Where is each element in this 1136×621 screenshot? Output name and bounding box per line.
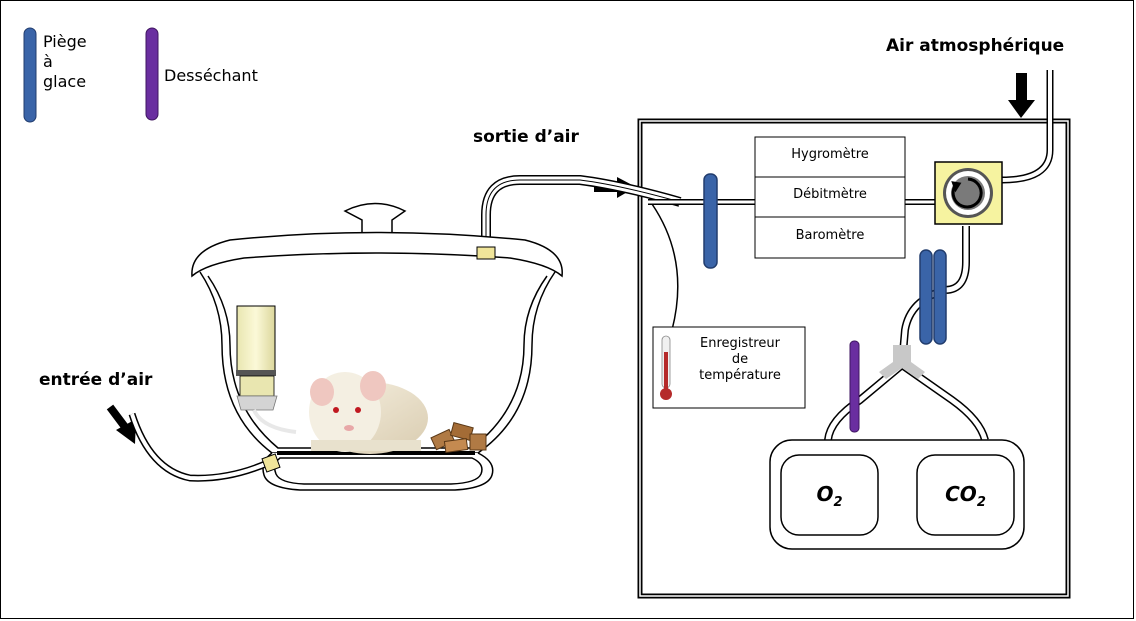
y-connector [879,345,925,379]
food-pellets [430,422,487,454]
co2-analyzer-box [916,454,1015,536]
inlet-connector [261,453,281,473]
legend-ice-trap-line: à [43,52,53,71]
instrument-block [754,136,906,259]
barometer-label: Baromètre [795,228,865,243]
atmospheric-air-label: Air atmosphérique [886,36,1065,56]
temperature-logger-line: température [699,368,781,383]
co2-label: CO2 [945,482,986,510]
legend-desiccant-label: Desséchant [164,66,258,85]
outlet-connector [476,246,496,260]
atmospheric-air-arrow [1008,73,1035,118]
air-inlet-tube [128,412,272,482]
o2-analyzer-box [780,454,879,536]
air-inlet-label: entrée d’air [39,370,153,390]
temperature-logger-wire [651,203,679,331]
legend-ice-trap-line: glace [43,72,87,91]
ice-trap-main [703,173,718,269]
air-outlet-tube [481,175,682,252]
flowmeter-label: Débitmètre [793,187,867,202]
ice-trap-double-right [933,249,947,345]
ice-trap-double-left [919,249,933,345]
temperature-logger-line: de [731,352,749,367]
temperature-logger [652,326,806,409]
water-bottle [236,305,297,434]
air-intake-tube [1001,70,1054,184]
temperature-logger-label: Enregistreur de température [676,336,804,384]
desiccant-column [849,340,860,433]
temperature-logger-line: Enregistreur [700,336,780,351]
o2-label: O2 [816,482,843,510]
air-inlet-arrow [106,404,136,444]
pump [934,161,1003,225]
legend-ice-trap-bar [23,27,37,123]
legend-ice-trap-label: Piège à glace [43,32,87,92]
rat-image [309,371,428,454]
legend-desiccant-bar [145,27,159,121]
analyzer-tubing [824,226,989,442]
metabolic-chamber [191,202,563,491]
legend-ice-trap-line: Piège [43,32,87,51]
air-outlet-label: sortie d’air [473,127,579,147]
hygrometer-label: Hygromètre [791,147,869,162]
